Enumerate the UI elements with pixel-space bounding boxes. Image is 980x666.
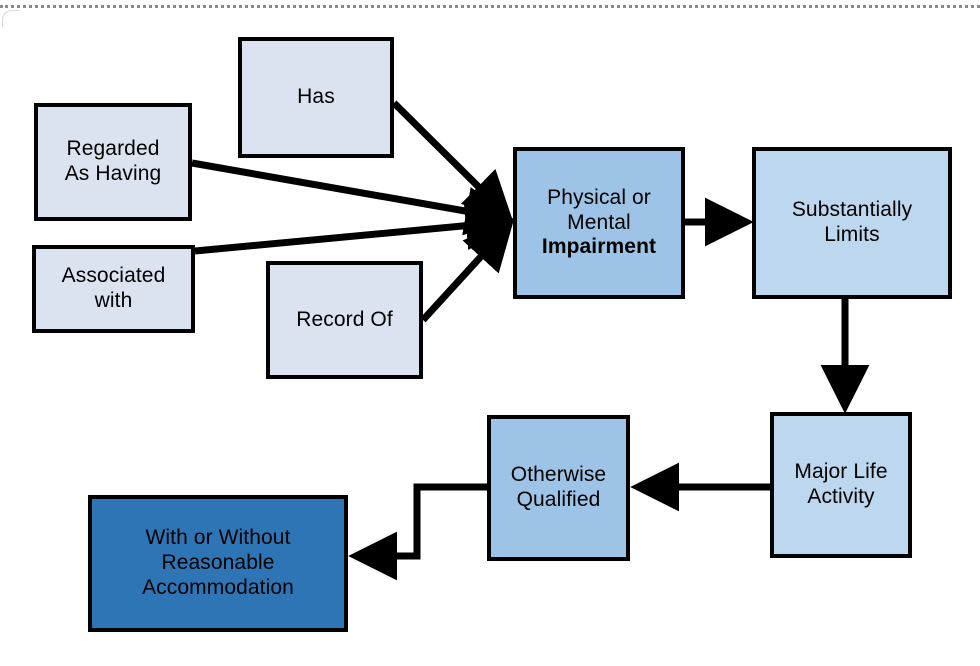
node-regarded-as-having[interactable]: Regarded As Having — [34, 103, 192, 221]
node-qualified-line-1: Otherwise — [510, 463, 607, 487]
edge-qualified-to-accommodation — [348, 483, 487, 581]
node-major-life-activity-label: Major Life Activity — [774, 460, 908, 510]
top-divider-line — [0, 5, 980, 8]
node-regarded-as-having-label: Regarded As Having — [38, 137, 188, 187]
node-accommodation[interactable]: With or Without Reasonable Accommodation — [88, 495, 348, 632]
node-substantially-limits[interactable]: Substantially Limits — [752, 147, 952, 299]
edge-has-to-impairment — [391, 100, 513, 221]
node-record-of-label: Record Of — [296, 307, 393, 331]
node-substantially-limits-label: Substantially Limits — [756, 198, 948, 248]
node-associated-line-2: with — [94, 289, 133, 312]
node-qualified-line-2: Qualified — [516, 488, 601, 511]
node-impairment-line-3: Impairment — [541, 235, 657, 259]
edge-record-to-impairment — [420, 220, 514, 323]
node-activity-line-1: Major Life — [794, 460, 888, 484]
node-limits-line-1: Substantially — [791, 198, 913, 222]
node-otherwise-qualified[interactable]: Otherwise Qualified — [487, 415, 630, 561]
edge-associated-to-impairment — [194, 201, 515, 255]
page-corner-mark — [2, 10, 19, 27]
node-has[interactable]: Has — [238, 37, 394, 158]
node-accommodation-label: With or Without Reasonable Accommodation — [92, 526, 344, 600]
node-accommodation-line-1: With or Without — [145, 526, 291, 550]
node-impairment-line-1: Physical or — [547, 185, 651, 209]
node-regarded-line-1: Regarded — [66, 137, 160, 161]
node-associated-line-1: Associated — [61, 264, 166, 288]
node-record-of[interactable]: Record Of — [266, 261, 423, 379]
node-impairment-label: Physical or Mental Impairment — [517, 186, 681, 260]
node-has-label: Has — [297, 85, 335, 109]
node-associated-with-label: Associated with — [36, 264, 191, 314]
node-major-life-activity[interactable]: Major Life Activity — [770, 412, 912, 558]
node-accommodation-line-2: Reasonable — [161, 551, 275, 575]
edge-regarded-to-impairment — [191, 159, 515, 236]
node-activity-line-2: Activity — [807, 485, 875, 508]
node-impairment[interactable]: Physical or Mental Impairment — [513, 147, 685, 299]
node-accommodation-line-3: Accommodation — [142, 575, 294, 599]
node-impairment-line-2: Mental — [567, 210, 631, 234]
node-associated-with[interactable]: Associated with — [32, 245, 195, 333]
node-otherwise-qualified-label: Otherwise Qualified — [491, 463, 626, 513]
node-limits-line-2: Limits — [824, 223, 880, 246]
node-regarded-line-2: As Having — [64, 162, 162, 185]
